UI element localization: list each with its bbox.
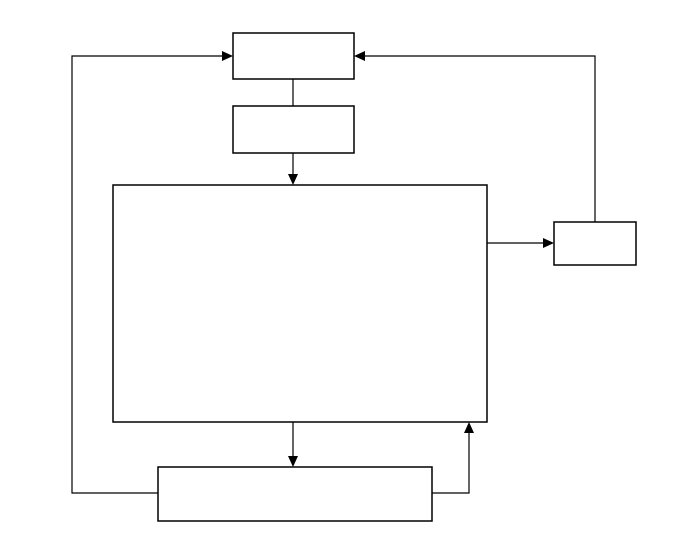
arrowhead-bottom-to-top [222,51,233,61]
node-top-box [232,32,355,80]
node-main [112,184,488,423]
node-right [553,221,637,266]
node-bottom [157,466,433,522]
connector-bottom-to-top [71,55,222,494]
node-main-box [112,184,488,423]
node-top [232,32,355,80]
node-second-box [232,105,355,154]
connector-bottom-to-main [432,433,470,494]
node-second [232,105,355,154]
arrowhead-second-to-main [288,174,298,185]
node-bottom-box [157,466,433,522]
arrowhead-right-to-top [354,51,365,61]
node-right-box [553,221,637,266]
arrowhead-bottom-to-main [464,422,474,433]
connector-right-to-top [365,55,596,222]
arrowhead-main-to-bottom [288,456,298,467]
arrowhead-main-to-right [543,238,554,248]
